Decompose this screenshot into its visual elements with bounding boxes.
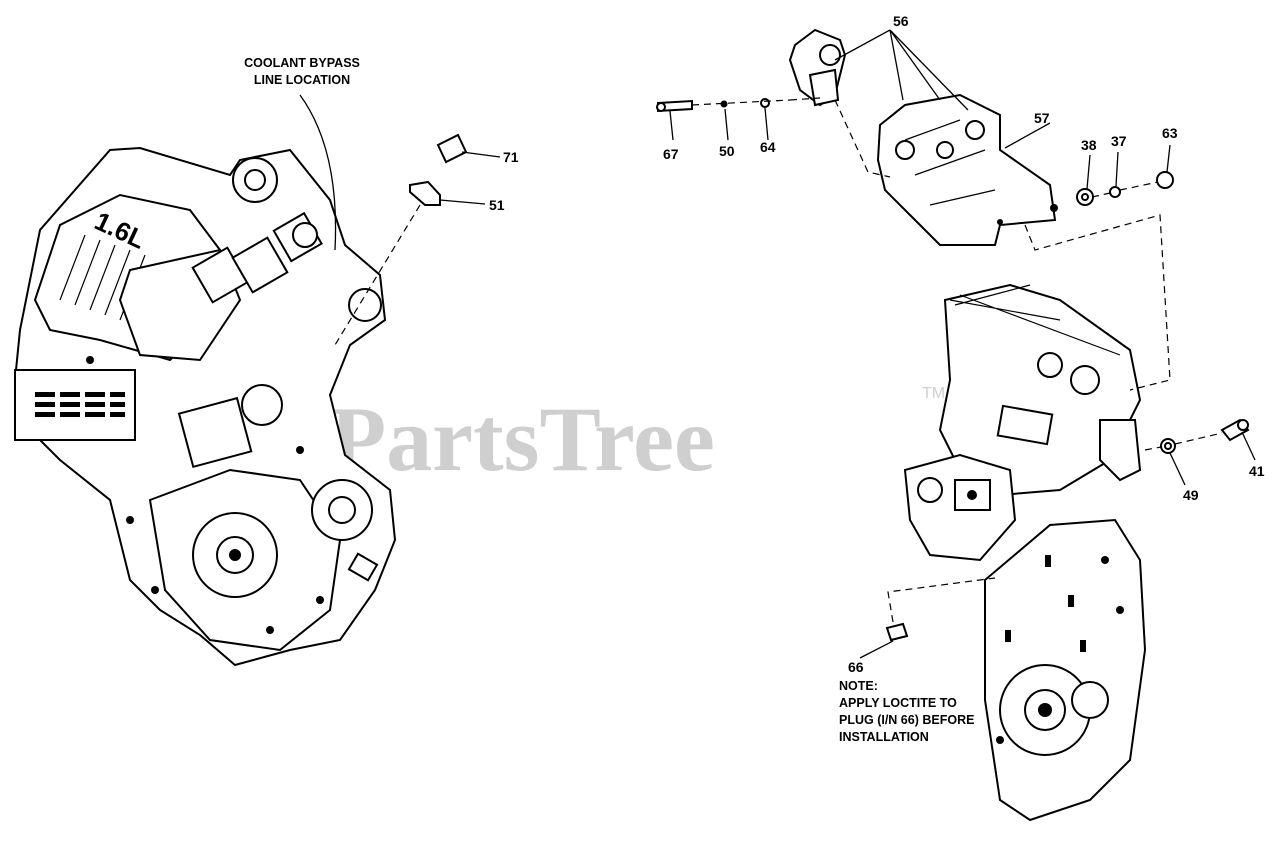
watermark-text: PartsTree [330,388,715,490]
coil-56[interactable] [788,28,847,107]
callout-labels: 71 51 56 67 50 64 57 38 37 63 49 41 66 [489,13,1265,675]
part-66[interactable] [859,622,909,659]
callout-56[interactable]: 56 [893,13,909,29]
bracket-57[interactable] [876,93,1058,246]
callout-49[interactable]: 49 [1183,487,1199,503]
callout-57[interactable]: 57 [1034,110,1050,126]
svg-text:LINE LOCATION: LINE LOCATION [254,73,350,87]
part-49[interactable] [1160,438,1186,486]
svg-text:COOLANT BYPASS: COOLANT BYPASS [244,56,360,70]
part-38[interactable] [1076,154,1094,206]
callout-66[interactable]: 66 [848,659,864,675]
dash-fastener-line [691,97,821,106]
coolant-bypass-leader [299,94,337,251]
svg-text:APPLY LOCTITE TO: APPLY LOCTITE TO [839,696,957,710]
part-37[interactable] [1109,151,1121,198]
part-67[interactable] [656,99,693,141]
right-engine-assembly [903,283,1147,822]
loctite-note: NOTE: APPLY LOCTITE TO PLUG (I/N 66) BEF… [839,679,974,744]
callout-67[interactable]: 67 [663,146,679,162]
dash-left-1 [334,204,421,346]
callout-50[interactable]: 50 [719,143,735,159]
coolant-bypass-label: COOLANT BYPASS LINE LOCATION [244,56,360,87]
callout-41[interactable]: 41 [1249,463,1265,479]
callout-64[interactable]: 64 [760,139,776,155]
svg-text:NOTE:: NOTE: [839,679,878,693]
part-41[interactable] [1220,418,1256,461]
left-engine-assembly: 1.6L [13,146,397,667]
callout-37[interactable]: 37 [1111,133,1127,149]
callout-51[interactable]: 51 [489,197,505,213]
dash-washers [1091,181,1159,198]
part-63[interactable] [1156,144,1174,189]
callout-63[interactable]: 63 [1162,125,1178,141]
dash-66 [887,577,996,623]
part-51[interactable] [409,180,486,206]
dash-coil-to-bracket [834,99,891,178]
callout-38[interactable]: 38 [1081,137,1097,153]
dash-49-41 [1144,432,1223,451]
part-64[interactable] [760,98,770,141]
part-50[interactable] [720,100,729,141]
svg-text:INSTALLATION: INSTALLATION [839,730,929,744]
svg-text:PLUG (I/N 66) BEFORE: PLUG (I/N 66) BEFORE [839,713,974,727]
watermark-trademark: TM [922,385,945,402]
callout-71[interactable]: 71 [503,149,519,165]
watermark: PartsTree TM [330,385,945,490]
part-71[interactable] [436,133,501,164]
dash-bracket-to-head [1024,214,1171,391]
leader-56 [834,29,969,111]
